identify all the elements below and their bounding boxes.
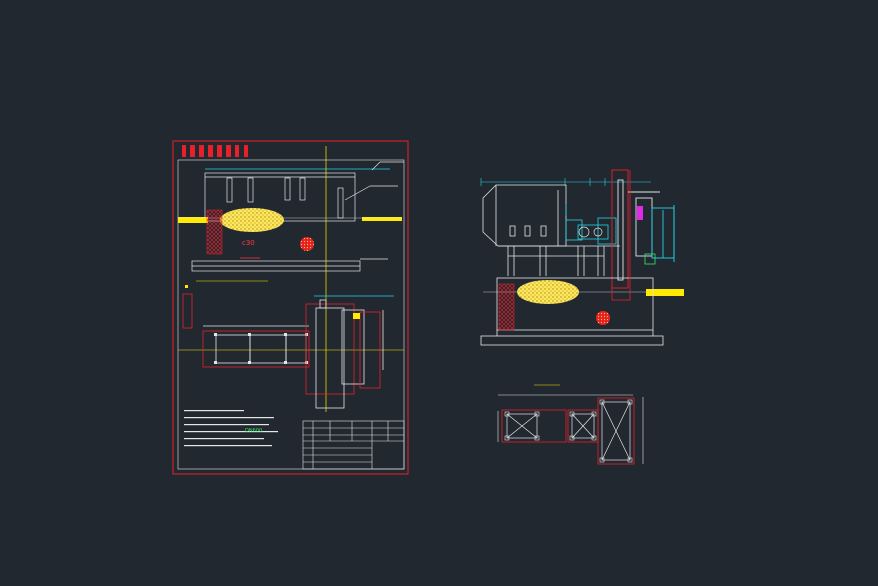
foundation-plan-right[interactable]	[497, 384, 644, 465]
damper-magenta	[637, 206, 643, 220]
sheet-border-outer	[172, 140, 409, 475]
plan-dimension-lines	[497, 394, 644, 464]
base-slab	[191, 257, 388, 272]
plan-slabs	[501, 397, 635, 465]
pipe-section-circle	[300, 237, 314, 251]
hatched-fill-right	[517, 280, 579, 304]
foundation-block	[480, 277, 664, 346]
drawing-notes	[184, 410, 278, 447]
hatched-fill-region	[220, 208, 284, 232]
foundation-plan-left	[202, 325, 310, 368]
c30-label: c30	[242, 239, 255, 247]
vertical-duct-plan	[305, 295, 394, 409]
plan-bolts-right	[504, 399, 633, 463]
left-drawing-sheet[interactable]: c30	[172, 140, 409, 475]
right-elevation-view[interactable]	[480, 169, 684, 346]
sheet-border-inner	[177, 159, 405, 470]
brick-wall	[206, 209, 223, 255]
plan-cross-braces	[506, 401, 631, 461]
enclosure-outline	[482, 184, 620, 247]
valve-green	[644, 253, 656, 265]
drawing-id-label: DN600	[245, 428, 262, 434]
ground-marker-left	[178, 217, 208, 223]
sheet-header-marks	[182, 145, 248, 157]
motor-detail	[578, 226, 603, 238]
motor-coupling	[565, 204, 617, 245]
marker-box	[182, 293, 193, 329]
ground-marker-right-view	[646, 289, 684, 296]
duct-marker	[353, 313, 360, 319]
red-duct-path	[611, 170, 631, 301]
pipe-section-circle-right	[596, 311, 610, 325]
support-legs	[507, 246, 605, 276]
plan-bolts-left	[214, 333, 308, 364]
brick-wall-right	[498, 283, 515, 331]
riser-duct	[611, 169, 675, 289]
ground-marker-right	[362, 217, 402, 221]
title-block	[302, 420, 405, 470]
